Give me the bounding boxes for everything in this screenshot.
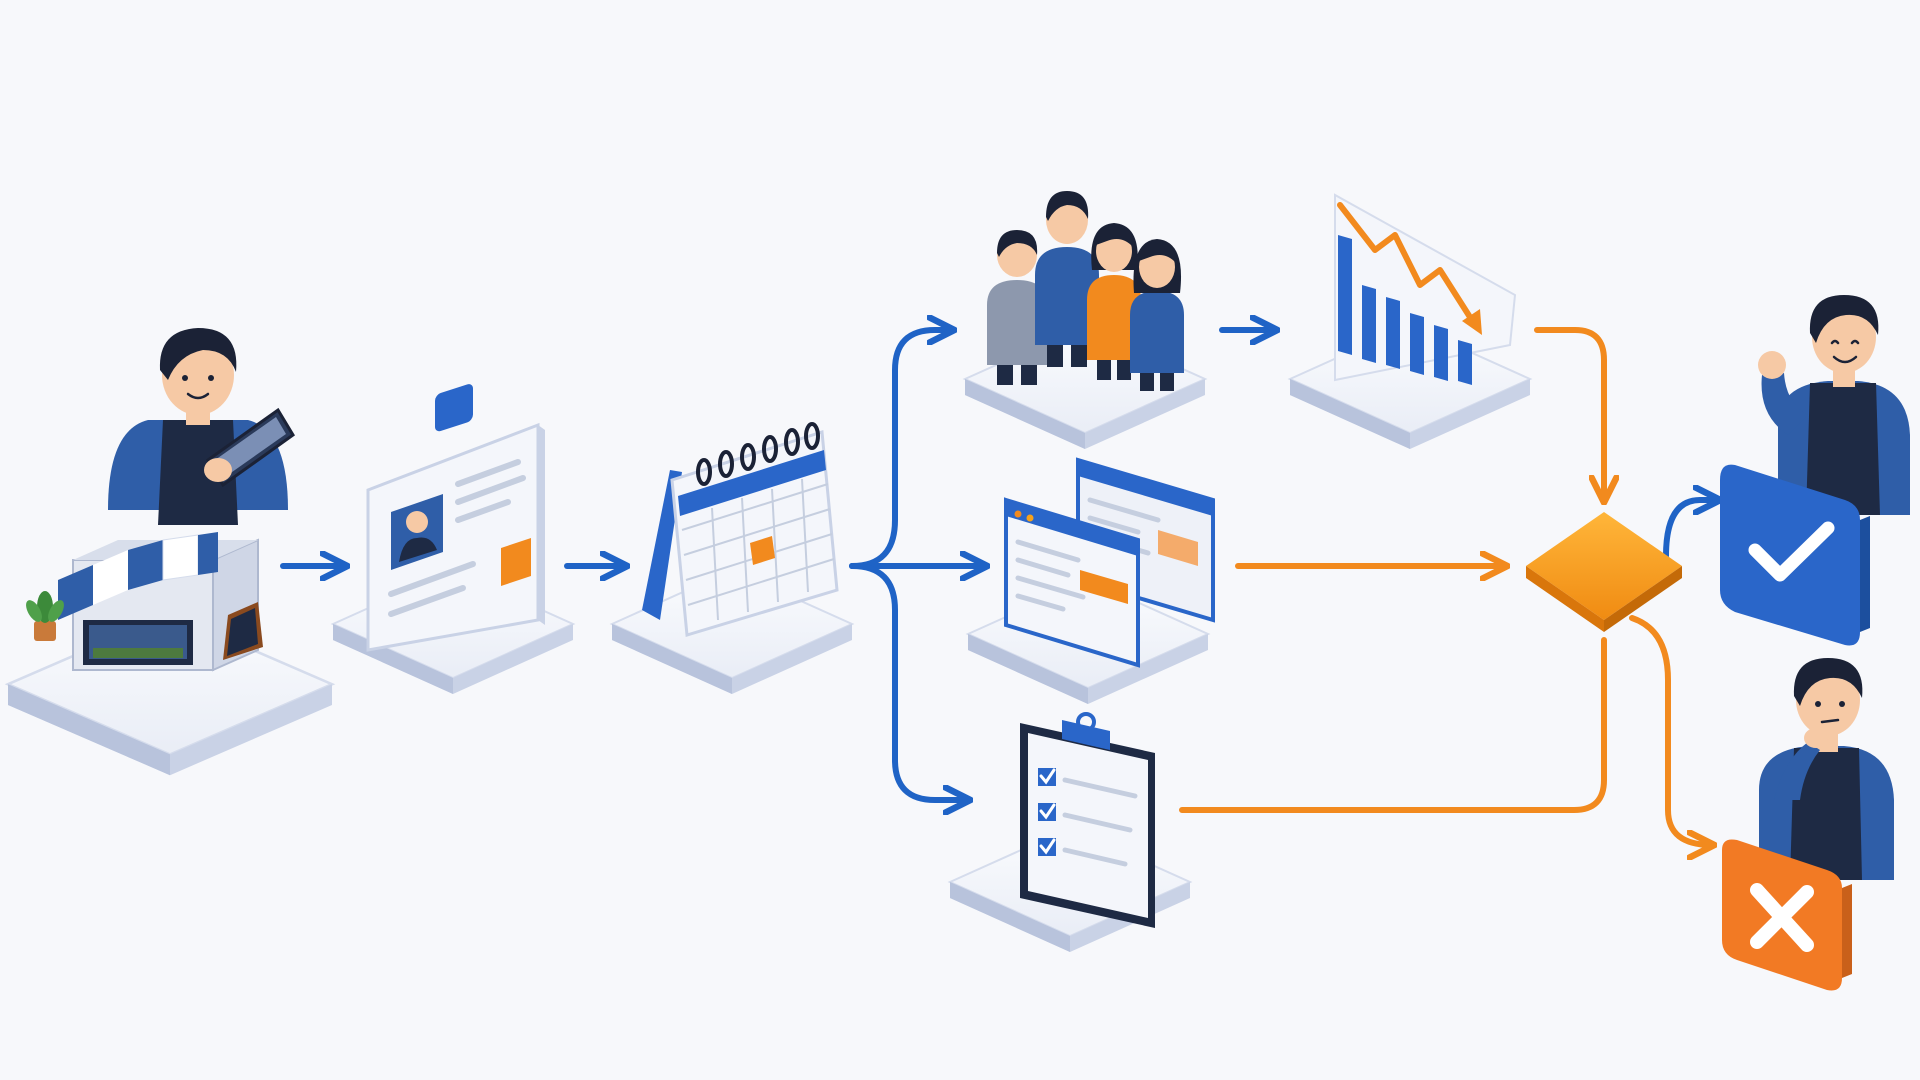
- node-customers: [964, 191, 1206, 450]
- arrow-sales-to-decision: [1534, 327, 1604, 500]
- node-shop-owner: [6, 328, 334, 777]
- id-card-document-icon: [366, 384, 545, 652]
- node-approved: [1720, 295, 1910, 646]
- desk-calendar-icon: [642, 422, 839, 637]
- node-checklist: [949, 712, 1191, 953]
- plant-icon: [26, 591, 64, 641]
- owner-thinking-person-icon: [1759, 658, 1894, 880]
- group-of-people-icon: [987, 191, 1184, 391]
- node-web-pages: [967, 457, 1215, 705]
- node-profile: [332, 384, 574, 695]
- node-decision: [1526, 512, 1682, 632]
- storefront-icon: [58, 532, 263, 672]
- x-mark-icon: [1722, 839, 1852, 991]
- owner-happy-person-icon: [1758, 295, 1910, 515]
- arrow-schedule-to-checklist: [849, 563, 968, 800]
- clipboard-checklist-icon: [1020, 712, 1155, 928]
- node-sales-decline: [1289, 193, 1531, 450]
- shop-owner-person-icon: [108, 328, 295, 525]
- node-rejected: [1722, 658, 1894, 991]
- bar-chart-declining-arrow-icon: [1334, 193, 1517, 385]
- flow-lines-orange: [1179, 327, 1712, 845]
- arrow-decision-to-approved: [1663, 500, 1718, 559]
- arrow-decision-to-rejected: [1629, 615, 1712, 845]
- node-schedule: [611, 422, 853, 695]
- browser-windows-icon: [1004, 457, 1215, 668]
- flow-lines-blue: [280, 330, 1718, 800]
- line-checklist-to-decision: [1179, 637, 1607, 813]
- arrow-schedule-to-customers: [849, 330, 952, 569]
- checkmark-icon: [1720, 464, 1870, 646]
- diamond-decision-icon: [1526, 512, 1682, 632]
